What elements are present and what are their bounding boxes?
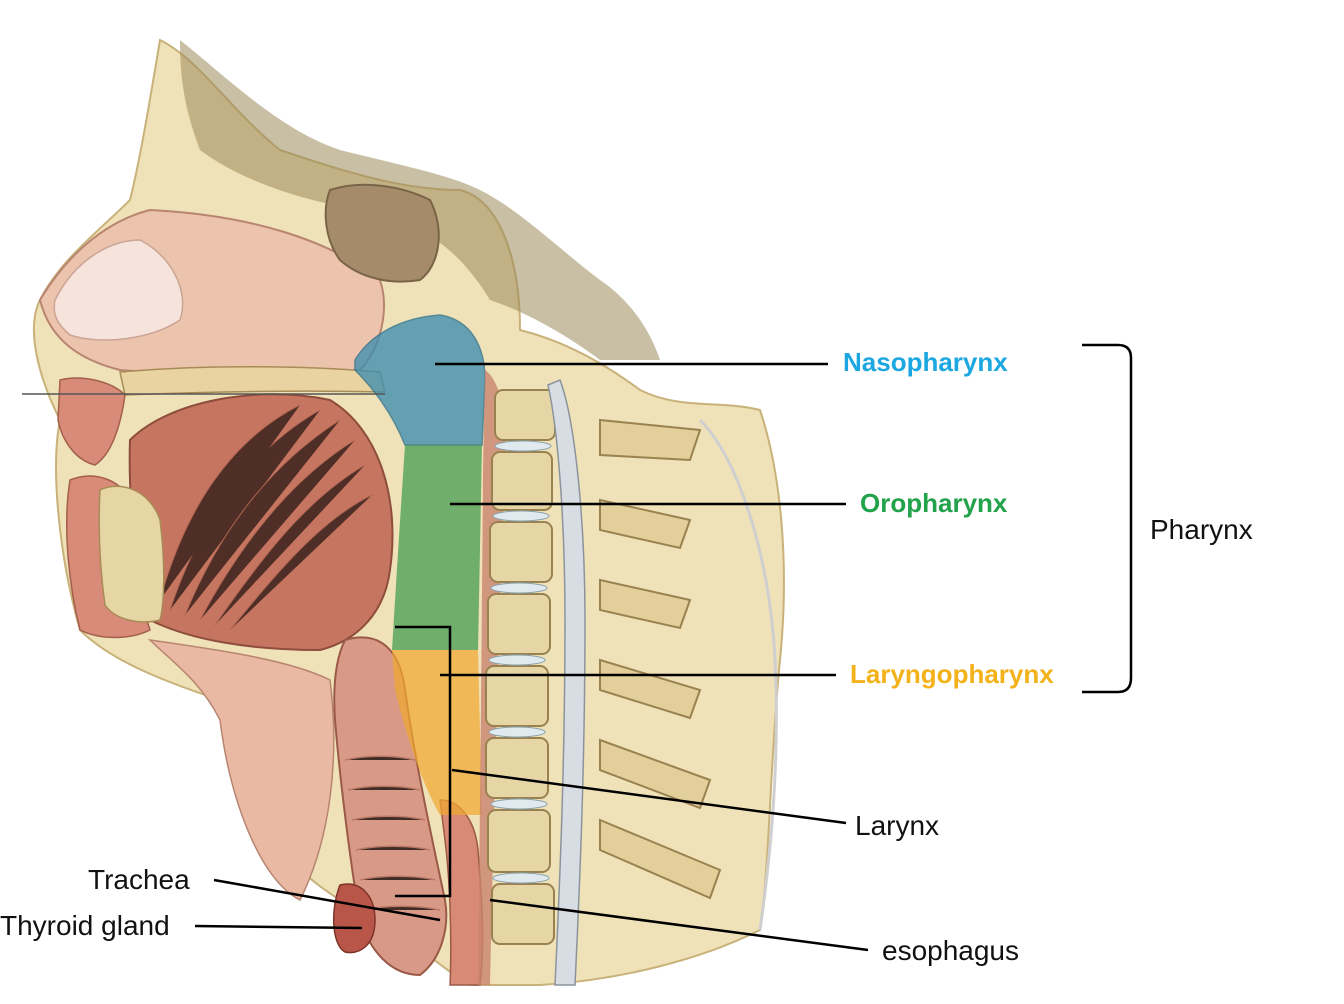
esophagus-leader — [489, 898, 869, 952]
sphenoid-sinus — [324, 183, 440, 283]
upper-lip — [57, 377, 126, 466]
larynx-label: Larynx — [855, 810, 940, 841]
oropharynx-region — [392, 445, 482, 650]
pharynx-label: Pharynx — [1150, 514, 1253, 545]
mandible — [98, 485, 165, 623]
cervical-vertebrae — [485, 389, 556, 945]
pharynx-bracket — [1082, 343, 1133, 694]
thyroid-gland-label: Thyroid gland — [0, 910, 170, 941]
tracheal-rings — [344, 755, 441, 911]
laryngopharynx-region — [392, 650, 482, 815]
laryngopharynx-label: Laryngopharynx — [850, 659, 1054, 689]
trachea-leader — [213, 878, 441, 922]
larynx-bracket — [395, 625, 452, 898]
oropharynx-label: Oropharynx — [860, 488, 1008, 518]
neck-soft-tissue — [147, 638, 335, 902]
nuchal-ligament — [698, 418, 778, 931]
nasopharynx-region — [354, 314, 486, 446]
intervertebral-discs — [488, 440, 552, 884]
esophagus-label: esophagus — [882, 935, 1020, 966]
thyroid-leader — [194, 924, 363, 930]
nasopharynx-label: Nasopharynx — [843, 347, 1008, 377]
tongue-fibers — [159, 404, 373, 631]
trachea-label: Trachea — [88, 864, 190, 895]
thyroid-gland — [332, 883, 376, 954]
larynx-leader — [451, 768, 847, 825]
nasal-cartilage — [53, 239, 184, 341]
spinous-processes — [599, 418, 722, 900]
spinal-cord — [547, 379, 586, 986]
